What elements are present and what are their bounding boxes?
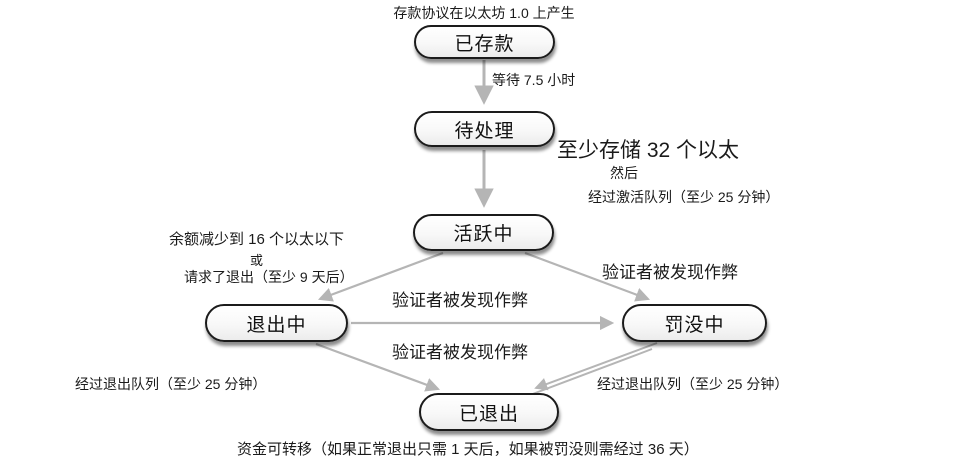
edge-label-then: 然后 <box>610 165 638 181</box>
arrow-exiting-to-exited <box>315 342 441 392</box>
node-deposited: 已存款 <box>414 25 555 59</box>
note-funds-transferable: 资金可转移（如果正常退出只需 1 天后，如果被罚没则需经过 36 天） <box>237 441 699 458</box>
arrow-slashing-to-exited-a <box>534 342 658 391</box>
edge-label-wait: 等待 7.5 小时 <box>492 72 576 88</box>
arrow-active-to-slashing <box>524 251 651 302</box>
edge-label-cheat-middle-upper: 验证者被发现作弊 <box>392 291 528 310</box>
edge-label-requested-exit: 请求了退出（至少 9 天后） <box>184 269 354 285</box>
edge-label-balance-drop: 余额减少到 16 个以太以下 <box>169 231 345 248</box>
node-exited: 已退出 <box>419 393 559 431</box>
edge-label-exit-queue-left: 经过退出队列（至少 25 分钟） <box>75 376 267 392</box>
arrow-slashing-to-exited-b <box>529 348 653 396</box>
edge-label-stake-requirement: 至少存储 32 个以太 <box>557 139 740 162</box>
node-pending: 待处理 <box>414 111 555 147</box>
edge-label-exit-queue-right: 经过退出队列（至少 25 分钟） <box>597 376 789 392</box>
node-exiting: 退出中 <box>205 304 348 342</box>
edge-label-cheat-top-right: 验证者被发现作弊 <box>602 263 738 282</box>
node-active: 活跃中 <box>413 214 554 251</box>
node-slashing: 罚没中 <box>622 304 767 342</box>
arrow-active-to-exiting <box>317 251 444 302</box>
edge-label-activation-queue: 经过激活队列（至少 25 分钟） <box>588 189 780 205</box>
edge-label-or: 或 <box>250 253 264 268</box>
note-deposit-contract: 存款协议在以太坊 1.0 上产生 <box>393 5 575 21</box>
edge-label-cheat-middle-lower: 验证者被发现作弊 <box>392 343 528 362</box>
